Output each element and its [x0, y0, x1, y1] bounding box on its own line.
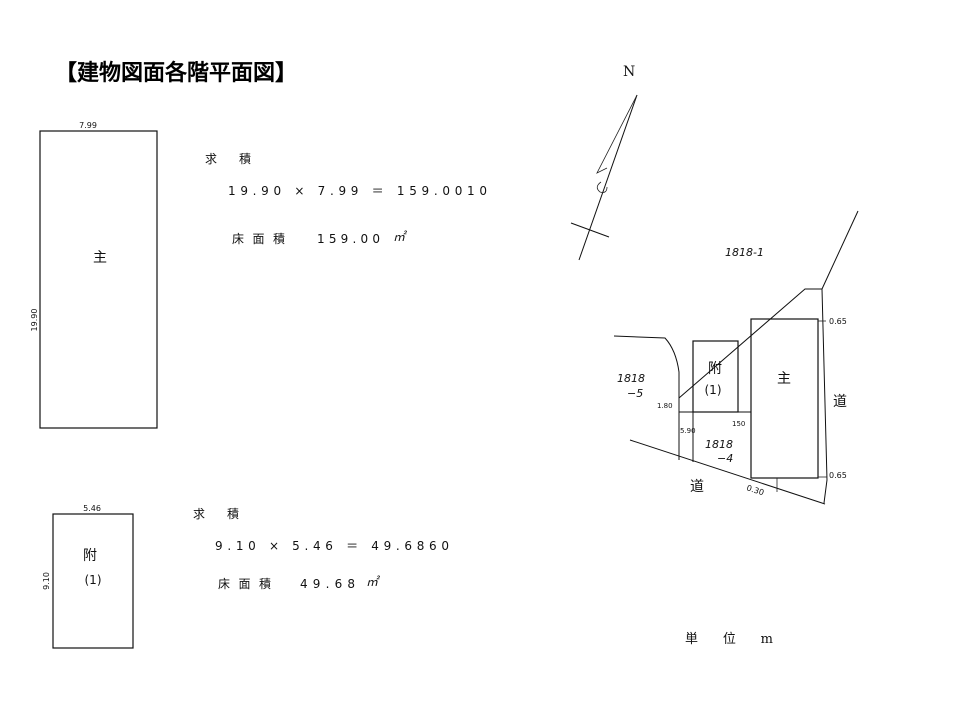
annex-width-dimension: 5.46: [83, 504, 101, 513]
main-area-value: 159.00: [317, 232, 380, 246]
annex-building-label: 附: [83, 548, 97, 564]
annex-height-dimension: 9.10: [42, 572, 51, 590]
main-area-label: 床面積: [232, 231, 285, 246]
dim-bottom-right: 0.65: [829, 471, 847, 480]
main-building-outline: [39, 130, 158, 429]
annex-building-sublabel: (1): [85, 573, 102, 587]
north-arrow-icon: [570, 94, 638, 261]
unit-note: 単 位 m: [685, 631, 773, 647]
annex-building-outline: [52, 513, 134, 649]
road-south-label: 道: [690, 479, 704, 495]
site-main-outline: [750, 318, 819, 479]
main-calc-heading: 求 積: [205, 151, 251, 166]
site-annex-sublabel: (1): [705, 383, 722, 397]
site-annex-outline: [692, 340, 739, 413]
site-annex-label: 附: [708, 361, 722, 377]
dim-left: 1.80: [657, 402, 673, 410]
dim-annex-right: 150: [732, 420, 745, 428]
dim-lower-left: 5.90: [680, 427, 696, 435]
floor-plan-main: 7.99 19.90 主: [30, 121, 158, 429]
main-height-dimension: 19.90: [30, 309, 39, 332]
site-plan: N 1818-1 1818 −5 1818 −4 附: [570, 64, 859, 647]
boundary-west: [613, 335, 680, 460]
page-title: 【建物図面各階平面図】: [55, 60, 297, 86]
parcel-south-label-line2: −4: [717, 452, 733, 465]
parcel-west-label-line1: 1818: [617, 372, 645, 385]
annex-calc-formula: 9.10 × 5.46 ＝ 49.6860: [215, 539, 449, 553]
main-width-dimension: 7.99: [79, 121, 97, 130]
boundary-north-diagonal: [678, 288, 822, 399]
main-area-unit: ㎡: [393, 230, 408, 244]
road-east-label: 道: [833, 394, 847, 410]
north-label: N: [623, 64, 635, 80]
boundary-east: [821, 288, 828, 504]
parcel-boundaries: [613, 210, 859, 505]
annex-area-label: 床面積: [218, 576, 271, 591]
site-main-label: 主: [777, 371, 791, 387]
annex-calc-heading: 求 積: [193, 506, 239, 521]
boundary-northeast: [821, 210, 859, 290]
dim-bottom: 0.30: [745, 483, 765, 497]
floor-plan-annex: 5.46 9.10 附 (1): [42, 504, 134, 649]
parcel-south-label-line1: 1818: [705, 438, 733, 451]
annex-area-calculation: 求 積 9.10 × 5.46 ＝ 49.6860 床面積 49.68 ㎡: [193, 506, 449, 591]
main-calc-formula: 19.90 × 7.99 ＝ 159.0010: [228, 184, 487, 198]
main-building-label: 主: [93, 250, 107, 266]
annex-area-unit: ㎡: [366, 575, 381, 589]
parcel-north-label: 1818-1: [725, 246, 764, 259]
parcel-west-label-line2: −5: [627, 387, 643, 400]
main-area-calculation: 求 積 19.90 × 7.99 ＝ 159.0010 床面積 159.00 ㎡: [205, 151, 487, 246]
annex-area-value: 49.68: [300, 577, 355, 591]
boundary-road-south: [629, 439, 826, 505]
dim-top-right: 0.65: [829, 317, 847, 326]
